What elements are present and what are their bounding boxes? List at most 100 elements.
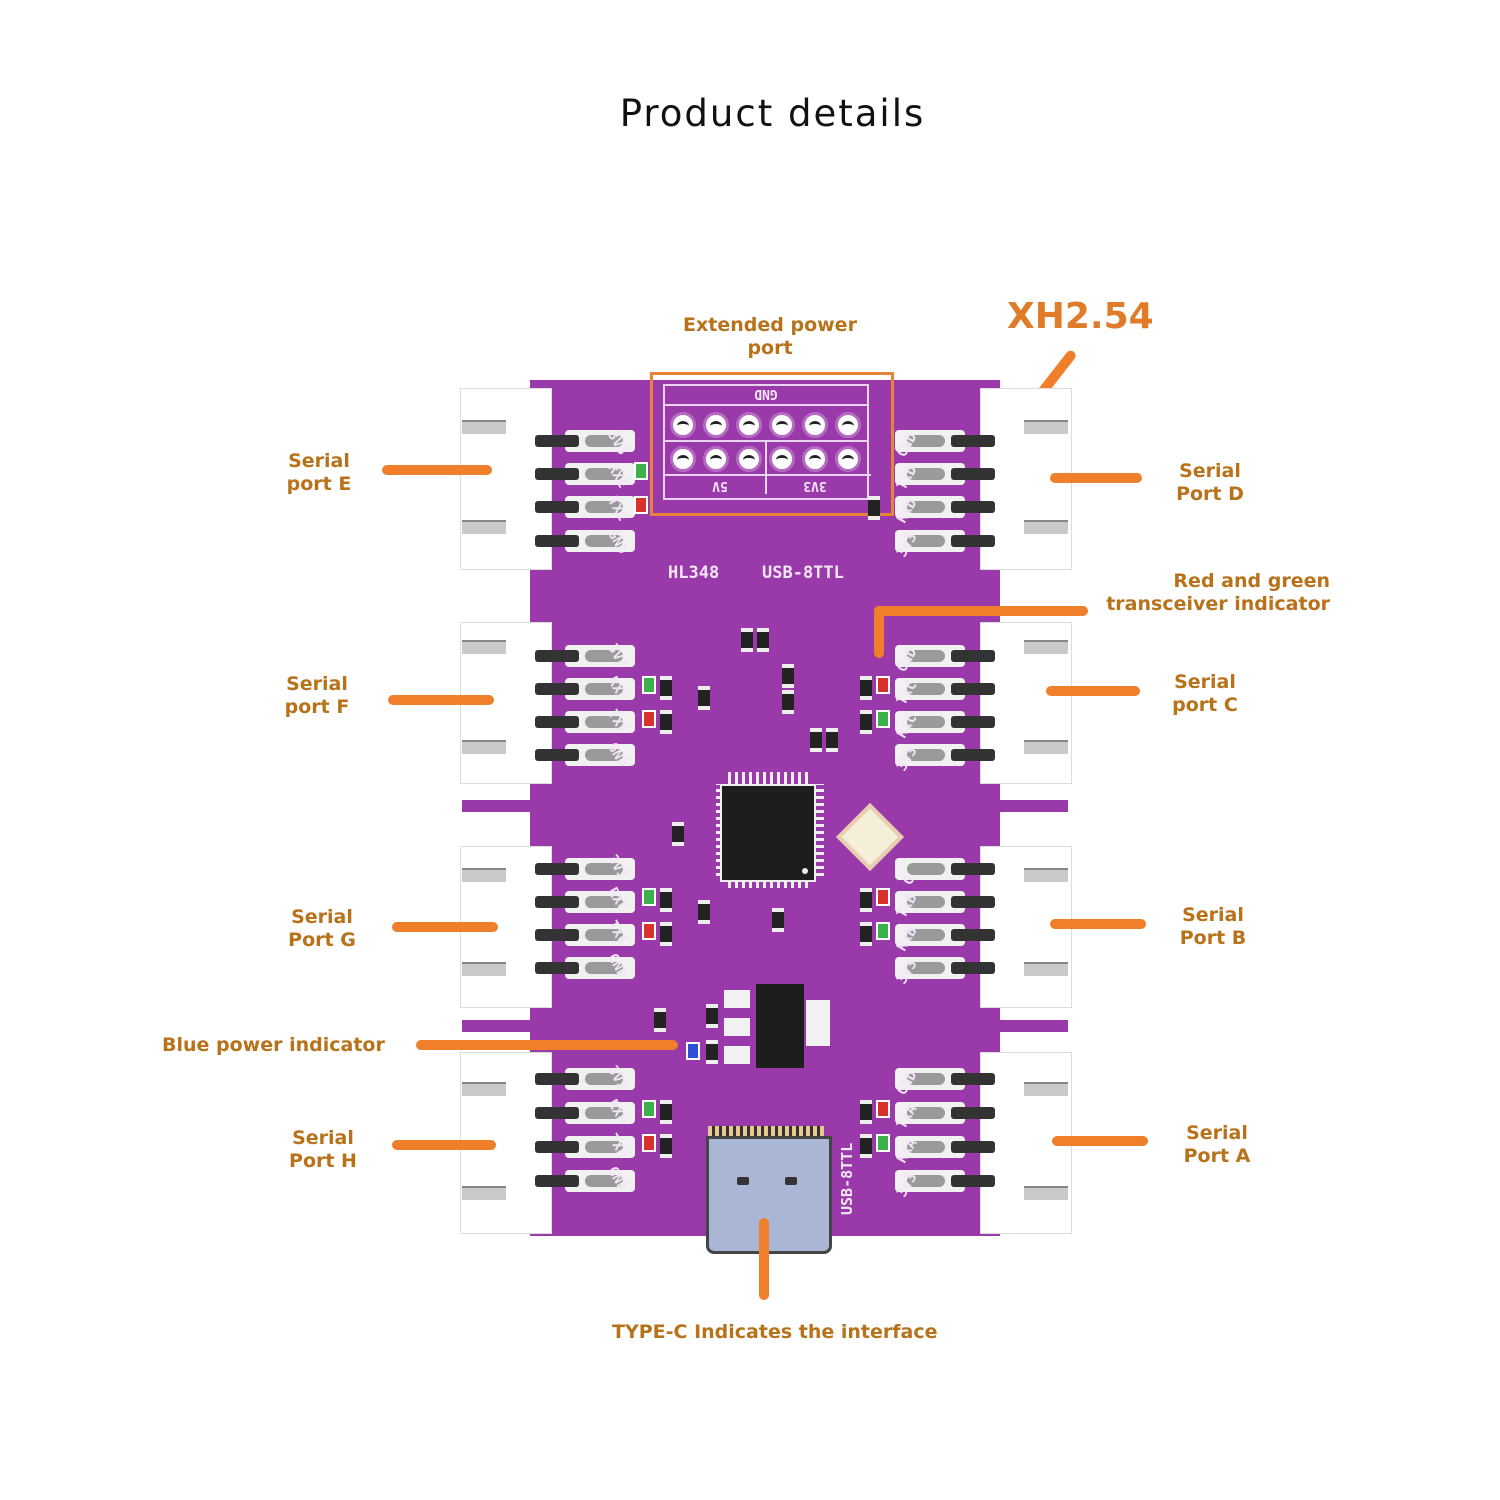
smd-resistor [660, 1134, 672, 1158]
leader-line-port-f [388, 695, 494, 705]
led-tx-b-red [876, 888, 890, 906]
pin-c-4 [895, 744, 995, 766]
smd-resistor [860, 676, 872, 700]
latch-c-bottom [1024, 740, 1068, 754]
usb-c-contacts [708, 1126, 824, 1136]
pin-g-3 [535, 924, 635, 946]
pin-b-2 [895, 891, 995, 913]
power-hole-5v-2 [703, 446, 729, 472]
leader-line-port-a [1052, 1136, 1148, 1146]
latch-g-top [462, 868, 506, 882]
led-rx-a-green [876, 1134, 890, 1152]
callout-serial-port-h-line2: Port H [289, 1150, 357, 1172]
latch-a-bottom [1024, 1186, 1068, 1200]
pin-d-3 [895, 496, 995, 518]
callout-serial-port-d-line1: Serial [1179, 460, 1241, 482]
callout-red-green-indicator: Red and green transceiver indicator [1090, 570, 1330, 616]
callout-serial-port-f: Serial port F [262, 673, 372, 719]
power-hole-5v-3 [736, 446, 762, 472]
callout-serial-port-c: Serial port C [1150, 671, 1260, 717]
power-header-divider-vert [765, 442, 767, 494]
latch-f-top [462, 640, 506, 654]
callout-serial-port-f-line1: Serial [286, 673, 348, 695]
callout-serial-port-e-line1: Serial [288, 450, 350, 472]
regulator-pin-2 [724, 1018, 750, 1036]
pcb-tab-left-1 [462, 800, 532, 812]
latch-a-top [1024, 1082, 1068, 1096]
pcb-tab-right-1 [998, 800, 1068, 812]
power-hole-gnd-5 [802, 412, 828, 438]
voltage-regulator [756, 984, 804, 1068]
pin-e-4 [535, 530, 635, 552]
power-hole-gnd-3 [736, 412, 762, 438]
latch-d-bottom [1024, 520, 1068, 534]
leader-line-port-b [1050, 919, 1146, 929]
latch-c-top [1024, 640, 1068, 654]
pin-e-2 [535, 463, 635, 485]
led-rx-b-green [876, 922, 890, 940]
smd-resistor [706, 1040, 718, 1064]
pin-a-2 [895, 1102, 995, 1124]
led-power-blue [686, 1042, 700, 1060]
pin-d-1 [895, 430, 995, 452]
pin-c-2 [895, 678, 995, 700]
leader-line-led-vertical [874, 606, 884, 658]
led-rx-e-green [634, 462, 648, 480]
board-name: HL348 [668, 563, 720, 583]
power-header-divider-bottom [665, 474, 871, 476]
leader-line-led-horizontal [874, 606, 1088, 616]
pin-b-3 [895, 924, 995, 946]
callout-serial-port-d: Serial Port D [1155, 460, 1265, 506]
callout-serial-port-c-line1: Serial [1174, 671, 1236, 693]
callout-serial-port-a-line2: Port A [1183, 1145, 1251, 1167]
smd-resistor [698, 900, 710, 924]
callout-blue-power-indicator: Blue power indicator [162, 1034, 385, 1056]
pin-e-3 [535, 496, 635, 518]
pin-e-1 [535, 430, 635, 452]
latch-e-top [462, 420, 506, 434]
pin-g-1 [535, 858, 635, 880]
pin-d-2 [895, 463, 995, 485]
led-tx-e-red [634, 496, 648, 514]
pin-f-2 [535, 678, 635, 700]
pin-d-4 [895, 530, 995, 552]
callout-serial-port-b-line1: Serial [1182, 904, 1244, 926]
smd-resistor [654, 1008, 666, 1032]
extended-power-port-label-line2: port [747, 337, 793, 359]
extended-power-port-label-line1: Extended power [683, 314, 857, 336]
leader-line-port-d [1050, 473, 1142, 483]
usb-c-port[interactable] [706, 1136, 832, 1254]
smd-resistor [660, 1100, 672, 1124]
smd-resistor [782, 690, 794, 714]
leader-line-blue-power [416, 1040, 678, 1050]
mcu-chip [720, 784, 816, 882]
leader-line-port-c [1046, 686, 1140, 696]
smd-resistor [810, 728, 822, 752]
pin-h-2 [535, 1102, 635, 1124]
callout-red-green-indicator-line1: Red and green [1173, 570, 1330, 592]
pin-h-3 [535, 1136, 635, 1158]
pin-a-4 [895, 1170, 995, 1192]
pcb-tab-right-2 [998, 1020, 1068, 1032]
leader-line-port-h [392, 1140, 496, 1150]
page-title: Product details [619, 92, 926, 135]
callout-serial-port-b-line2: Port B [1179, 927, 1247, 949]
pin-h-4 [535, 1170, 635, 1192]
latch-d-top [1024, 420, 1068, 434]
power-hole-gnd-2 [703, 412, 729, 438]
smd-resistor [860, 888, 872, 912]
smd-resistor [660, 922, 672, 946]
power-hole-3v3-1 [769, 446, 795, 472]
latch-b-top [1024, 868, 1068, 882]
latch-b-bottom [1024, 962, 1068, 976]
smd-resistor [860, 1134, 872, 1158]
pin-g-4 [535, 957, 635, 979]
smd-resistor [860, 922, 872, 946]
callout-serial-port-a-line1: Serial [1186, 1122, 1248, 1144]
smd-resistor [706, 1004, 718, 1028]
led-tx-h-red [642, 1134, 656, 1152]
latch-g-bottom [462, 962, 506, 976]
smd-resistor [660, 710, 672, 734]
latch-h-top [462, 1082, 506, 1096]
smd-resistor [782, 664, 794, 688]
